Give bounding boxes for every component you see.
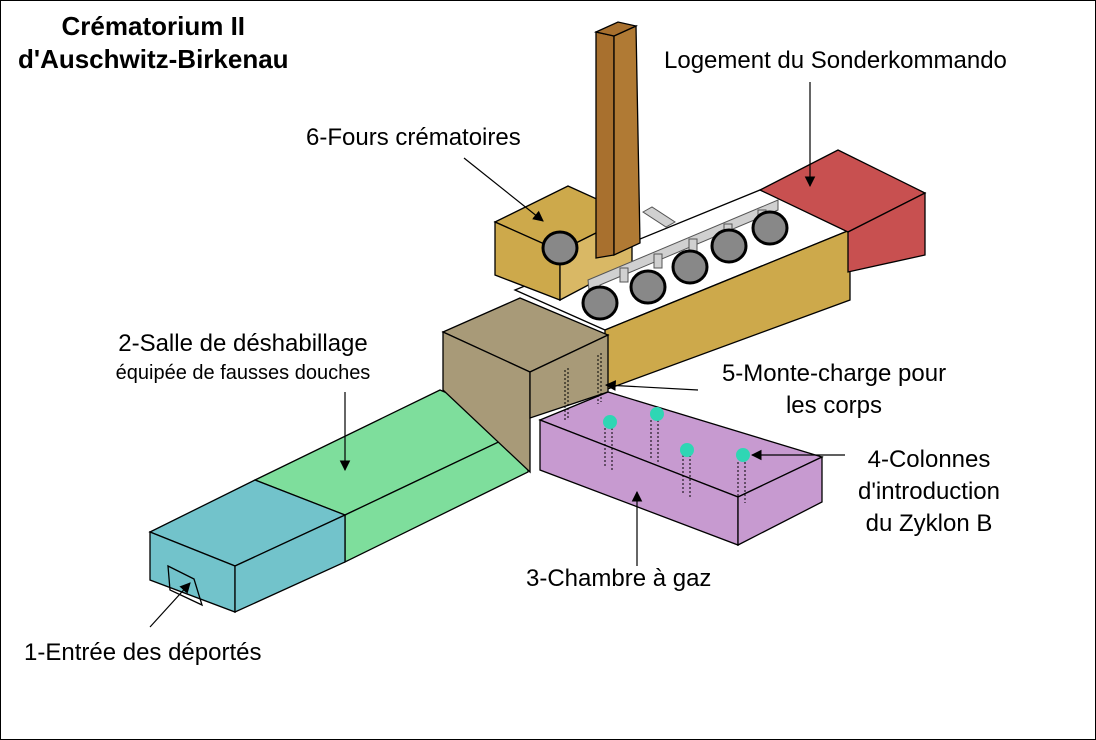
oven bbox=[751, 210, 789, 246]
zyklon-column-opening bbox=[736, 448, 750, 462]
label-monte-line1: 5-Monte-charge pour bbox=[721, 360, 947, 387]
leader-arrows bbox=[149, 82, 845, 628]
label-monte-line2: les corps bbox=[785, 392, 883, 419]
oven bbox=[581, 285, 619, 321]
label-entree: 1-Entrée des déportés bbox=[24, 639, 262, 666]
label-colonnes-line2: d'introduction bbox=[857, 478, 1000, 505]
oven bbox=[629, 269, 667, 305]
label-logement: Logement du Sonderkommando bbox=[664, 47, 1007, 74]
label-colonnes: 4-Colonnes d'introduction du Zyklon B bbox=[834, 444, 1024, 540]
entrance-block bbox=[148, 479, 347, 614]
chimney-top bbox=[593, 21, 639, 37]
label-salle: 2-Salle de déshabillage équipée de fauss… bbox=[78, 328, 408, 386]
label-colonnes-line1: 4-Colonnes bbox=[867, 446, 991, 473]
entrance-door bbox=[167, 564, 204, 607]
lift-front bbox=[442, 330, 531, 474]
lift-hatch bbox=[564, 353, 602, 420]
zyklon-column-opening bbox=[603, 415, 617, 429]
oven bbox=[710, 228, 748, 264]
oven bbox=[541, 230, 579, 266]
arrow-entree bbox=[149, 582, 191, 628]
arrow-monte bbox=[604, 380, 699, 391]
zyklon-columns bbox=[603, 407, 750, 503]
zyklon-column bbox=[604, 420, 746, 503]
title-line-1: Crématorium II bbox=[61, 11, 246, 41]
lift-block bbox=[441, 297, 610, 474]
zyklon-column-opening bbox=[680, 443, 694, 457]
chimney-front bbox=[595, 31, 615, 259]
label-colonnes-line3: du Zyklon B bbox=[865, 510, 993, 537]
chimney bbox=[593, 21, 641, 259]
zyklon-column-opening bbox=[650, 407, 664, 421]
label-salle-line1: 2-Salle de déshabillage bbox=[118, 330, 368, 357]
label-fours: 6-Fours crématoires bbox=[306, 124, 521, 151]
gas-chamber-side bbox=[737, 455, 823, 547]
arrow-fours bbox=[463, 157, 544, 222]
quarters-side bbox=[847, 191, 926, 273]
undressing-room bbox=[253, 389, 530, 564]
title-line-2: d'Auschwitz-Birkenau bbox=[18, 44, 289, 74]
label-monte: 5-Monte-charge pour les corps bbox=[696, 358, 972, 422]
oven bbox=[671, 249, 709, 285]
diagram-title: Crématorium II d'Auschwitz-Birkenau bbox=[18, 10, 289, 76]
label-chambre: 3-Chambre à gaz bbox=[526, 565, 712, 592]
entrance-side bbox=[234, 513, 346, 614]
chimney-side bbox=[613, 24, 641, 257]
sonderkommando-quarters bbox=[758, 149, 927, 273]
crematorium-ovens bbox=[541, 210, 789, 321]
label-salle-line2: équipée de fausses douches bbox=[115, 362, 371, 384]
